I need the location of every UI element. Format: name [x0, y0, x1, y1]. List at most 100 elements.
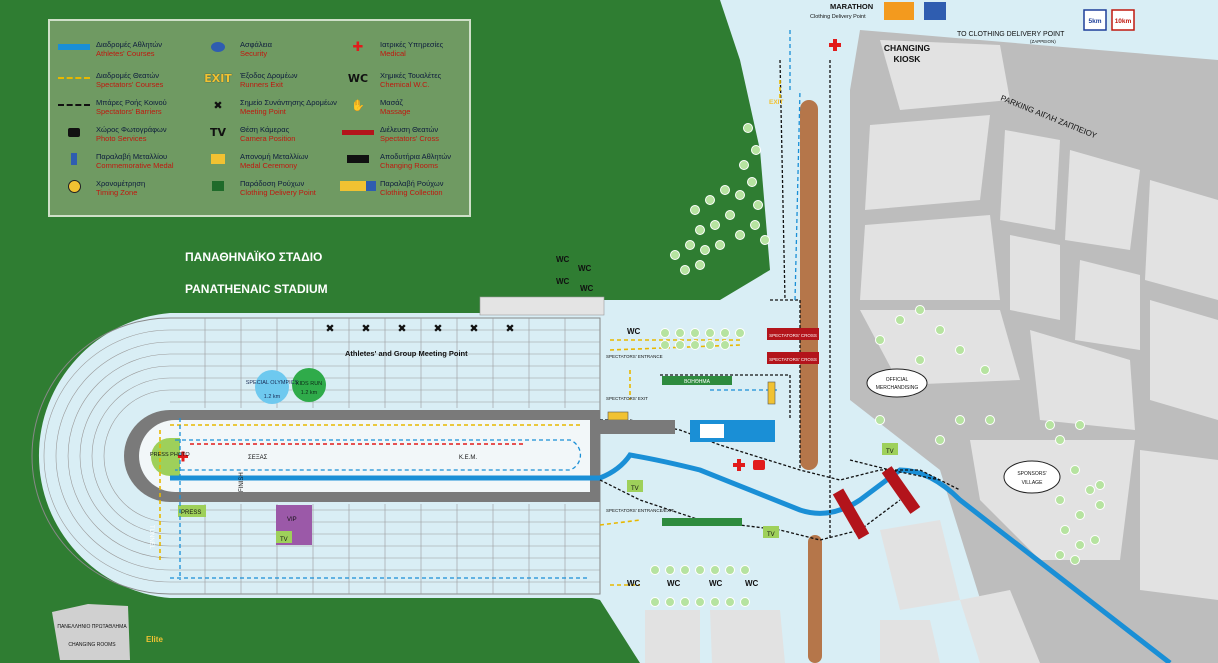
tree [1045, 420, 1055, 430]
legend-label-english: Spectators' Courses [96, 80, 164, 89]
spectators-cross-north-2 [767, 352, 819, 364]
press-photo-label: PRESS PHOTO [150, 452, 190, 458]
finish-label: FINISH [239, 472, 245, 492]
meeting-point-icon: ✖ [433, 323, 442, 335]
tree [705, 328, 715, 338]
meeting-point-icon: ✖ [397, 323, 406, 335]
press-photo-area [151, 438, 180, 476]
tv-label-2: TV [767, 532, 775, 538]
tree [743, 123, 753, 133]
tree [895, 315, 905, 325]
five-km-badge[interactable] [1083, 9, 1107, 31]
tree [695, 225, 705, 235]
infield [139, 420, 590, 492]
yellow-marker-2 [607, 411, 629, 421]
tv-label-vip: TV [280, 537, 288, 543]
boithima-label: ΒΟΗΘΗΜΑ [684, 379, 711, 385]
clothing-truck-icon[interactable] [884, 2, 914, 20]
athlete-course-line [56, 40, 92, 54]
official-merchandising-badge[interactable] [866, 368, 928, 398]
meeting-point-icon: ✖ [505, 323, 514, 335]
sponsors-village-badge[interactable] [1003, 460, 1061, 494]
legend-label-english: Runners Exit [240, 80, 283, 89]
clothing-collection-icon [340, 179, 376, 193]
tree [695, 565, 705, 575]
sponsors-village-label-1: SPONSORS' [1017, 471, 1046, 477]
legend-label-greek: Διέλευση Θεατών [380, 125, 439, 134]
kids-run-km: 1.2 km [301, 390, 318, 396]
spectators-entrance-exit-label: SPECTATORS' ENTRANCE/EXIT [606, 508, 674, 513]
runners-exit-label: EXIT [769, 99, 783, 106]
tree [650, 597, 660, 607]
changing-rooms-greek: ΠΑΝΕΛΛΗΝΙΟ ΠΡΩΤΑΘΛΗΜΑ [57, 624, 127, 630]
tree [915, 355, 925, 365]
tree [710, 565, 720, 575]
security-icon [200, 40, 236, 54]
exit-icon: EXIT [204, 71, 232, 85]
shirt-icon [200, 179, 236, 193]
svg-text:WC: WC [709, 579, 723, 588]
tree [1055, 550, 1065, 560]
spectator-course [159, 80, 781, 586]
changing-kiosk-label-2: KIOSK [894, 54, 922, 64]
tree [710, 597, 720, 607]
meeting-point-icon: ✖ [361, 323, 370, 335]
podium-icon [200, 152, 236, 166]
stadium-seating-rows [43, 318, 600, 594]
wc-icon: WC [347, 71, 369, 85]
legend-label-english: Meeting Point [240, 107, 286, 116]
press-box [178, 505, 206, 517]
changing-room-icon [340, 152, 376, 166]
tree [980, 365, 990, 375]
vip-label: VIP [287, 517, 297, 523]
changing-kiosk-label-1: CHANGING [884, 43, 931, 53]
changing-rooms-english: CHANGING ROOMS [68, 642, 116, 648]
shirt-icon[interactable] [924, 2, 946, 20]
tv-marker-vip [276, 531, 292, 543]
stadium-name-greek: ΠΑΝΑΘΗΝΑΪΚΟ ΣΤΑΔΙΟ [185, 249, 322, 264]
tree [695, 260, 705, 270]
tree [680, 265, 690, 275]
tree [1095, 480, 1105, 490]
tree [670, 250, 680, 260]
tree [985, 415, 995, 425]
kids-run-circle[interactable] [292, 368, 326, 402]
special-olympics-label: SPECIAL OLYMPICS [246, 380, 299, 386]
tree [750, 220, 760, 230]
tree [751, 145, 761, 155]
tree [695, 597, 705, 607]
tree [690, 328, 700, 338]
athlete-inner-loop [170, 30, 801, 580]
legend-label-english: Camera Position [240, 134, 296, 143]
clothing-delivery-label: Clothing Delivery Point [810, 14, 866, 20]
legend-label-greek: Έξοδος Δρομέων [240, 71, 298, 80]
marathon-label: MARATHON [830, 2, 873, 11]
green-tent-south [662, 518, 742, 526]
special-olympics-circle[interactable] [255, 370, 289, 404]
legend-label-greek: Ασφάλεια [240, 40, 272, 49]
tree [690, 340, 700, 350]
tree [665, 597, 675, 607]
tree [935, 325, 945, 335]
tree [747, 177, 757, 187]
tree [725, 565, 735, 575]
tree [700, 245, 710, 255]
spectators-cross-east [881, 466, 921, 514]
sponsors-village-label-2: VILLAGE [1022, 480, 1044, 486]
ten-km-badge[interactable] [1111, 9, 1135, 31]
legend-label-greek: Διαδρομές Θεατών [96, 71, 159, 80]
medical-icon: ✚ [352, 39, 364, 55]
official-merchandising-label-2: MERCHANDISING [876, 385, 919, 391]
elite-label: Elite [146, 635, 163, 644]
medal-icon [56, 152, 92, 166]
tree [660, 328, 670, 338]
